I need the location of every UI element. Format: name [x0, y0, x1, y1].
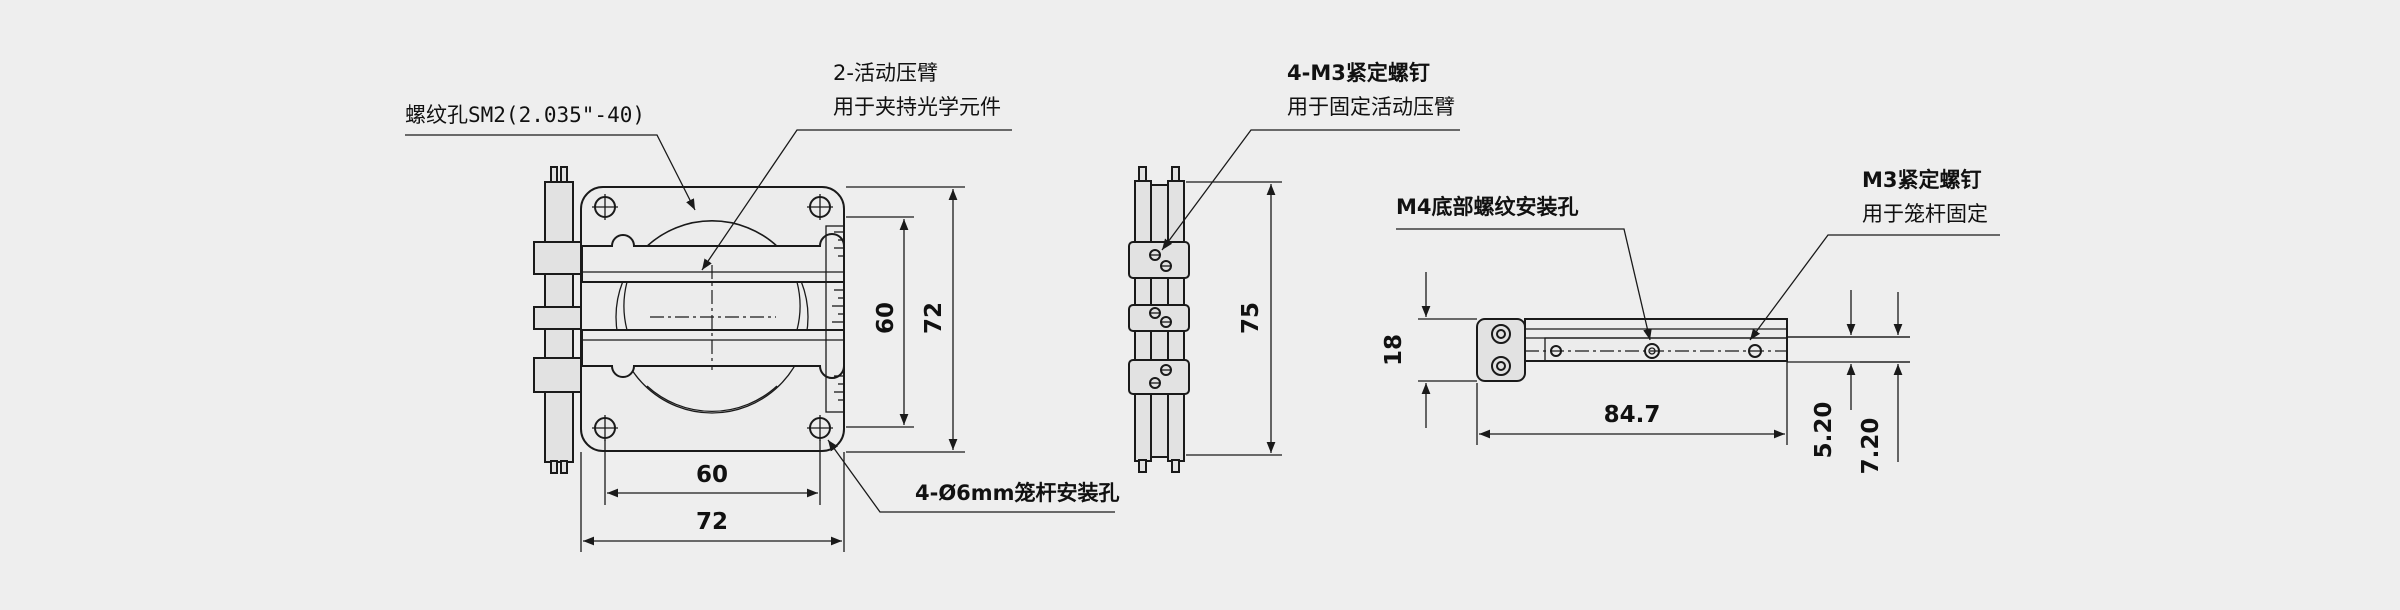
dim-front-inner-width — [604, 440, 821, 505]
dim-front-inner-height — [846, 216, 914, 428]
dim-front-outer-height — [846, 186, 965, 453]
leader-m4-hole — [1396, 228, 1652, 341]
front-view: 60 72 60 72 螺纹孔SM2(2.035"-40) — [405, 61, 1120, 552]
front-cage-holes — [592, 194, 833, 441]
dim-front-outer-width-label: 72 — [696, 509, 728, 535]
leader-m3-screw — [1749, 234, 2000, 341]
dim-top-offset-b — [1860, 292, 1910, 462]
top-clamp-block — [1476, 318, 1526, 382]
leader-set-screw4 — [1161, 129, 1460, 251]
dim-front-inner-width-label: 60 — [696, 462, 728, 488]
dim-top-length-label: 84.7 — [1604, 402, 1661, 428]
dim-top-thickness-label: 18 — [1381, 334, 1407, 366]
dim-top-offset-b-label: 7.20 — [1858, 418, 1884, 475]
dim-top-offset-a — [1787, 290, 1910, 410]
top-view: 18 84.7 5.20 7.20 M4底部螺纹安装孔 — [1381, 168, 2000, 474]
top-body-bar — [1524, 318, 1788, 362]
front-clamp-arm-bottom — [581, 329, 845, 379]
dim-front-outer-height-label: 72 — [921, 302, 947, 334]
label-m3-screw-line1: M3紧定螺钉 — [1862, 168, 1982, 192]
dim-top-thickness — [1418, 272, 1477, 428]
dim-side-height-label: 75 — [1238, 302, 1264, 334]
label-thread-hole: 螺纹孔SM2(2.035"-40) — [405, 103, 645, 127]
label-cage-hole: 4-Ø6mm笼杆安装孔 — [915, 481, 1120, 505]
dim-front-inner-height-label: 60 — [873, 302, 899, 334]
dim-side-height — [1186, 181, 1282, 456]
label-clamp-arm-line1: 2-活动压臂 — [833, 61, 938, 85]
leader-cage-hole — [827, 439, 1115, 513]
side-set-screws — [1149, 249, 1172, 389]
label-m4-hole: M4底部螺纹安装孔 — [1396, 195, 1579, 219]
label-clamp-arm-line2: 用于夹持光学元件 — [833, 95, 1001, 119]
dim-top-offset-a-label: 5.20 — [1811, 402, 1837, 459]
side-view: 75 4-M3紧定螺钉 用于固定活动压臂 — [1128, 61, 1460, 473]
side-clamp-blocks — [1128, 241, 1190, 395]
leader-clamp-arm — [701, 129, 1012, 271]
label-m3-screw-line2: 用于笼杆固定 — [1862, 202, 1988, 226]
leader-thread-hole — [405, 134, 696, 211]
label-set-screw4-line1: 4-M3紧定螺钉 — [1287, 61, 1430, 85]
dim-front-outer-width — [580, 452, 845, 552]
front-scale — [825, 225, 845, 413]
label-set-screw4-line2: 用于固定活动压臂 — [1287, 95, 1455, 119]
dim-top-length — [1476, 362, 1788, 445]
